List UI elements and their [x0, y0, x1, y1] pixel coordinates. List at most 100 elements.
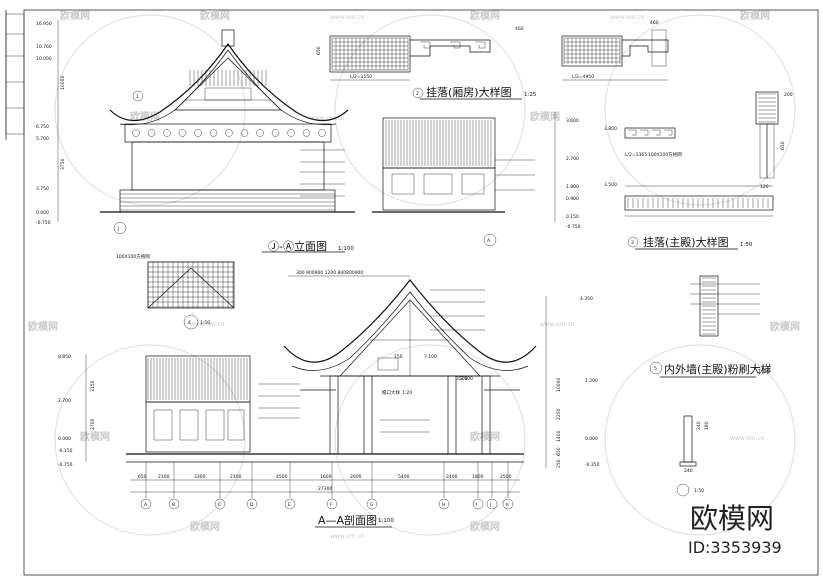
- axis-bubble: [486, 498, 498, 510]
- svg-text:檐口大样: 檐口大样: [382, 389, 400, 396]
- svg-text:Ⓙ-Ⓐ立面图: Ⓙ-Ⓐ立面图: [268, 239, 327, 253]
- svg-text:欧模网: 欧模网: [740, 9, 770, 22]
- svg-text:欧模网: 欧模网: [80, 430, 110, 443]
- axis-label: A: [144, 502, 148, 508]
- svg-text:1:100: 1:100: [338, 246, 354, 252]
- svg-text:A—A剖面图: A—A剖面图: [318, 513, 377, 527]
- axis-label: C: [218, 502, 221, 508]
- section-top-dims: 300 900900 1200 800800900: [288, 270, 410, 277]
- svg-text:5400: 5400: [398, 474, 410, 480]
- svg-text:挂落(厢房)大样图: 挂落(厢房)大样图: [426, 85, 512, 99]
- svg-text:内外墙(主殿)粉刷大样: 内外墙(主殿)粉刷大样: [664, 362, 772, 376]
- svg-text:欧模网: 欧模网: [190, 520, 220, 533]
- axis-bubble: [246, 498, 258, 510]
- section-title: A—A剖面图 1:100: [315, 513, 394, 528]
- svg-text:www.om.cn: www.om.cn: [730, 435, 765, 442]
- svg-text:1:50: 1:50: [200, 320, 210, 326]
- svg-text:2100: 2100: [230, 474, 242, 480]
- svg-text:www.om.cn: www.om.cn: [330, 533, 365, 540]
- svg-text:0.900: 0.900: [566, 196, 579, 202]
- axis-label: F: [330, 502, 333, 508]
- svg-text:1:20: 1:20: [402, 390, 412, 396]
- svg-text:L/2=4950: L/2=4950: [572, 74, 594, 80]
- svg-text:2600: 2600: [350, 474, 362, 480]
- svg-text:0.000: 0.000: [36, 210, 49, 216]
- svg-text:www.om.cn: www.om.cn: [540, 321, 575, 328]
- axis-label: E: [288, 502, 291, 508]
- svg-text:1800: 1800: [472, 474, 484, 480]
- svg-text:ID:3353939: ID:3353939: [688, 538, 782, 557]
- svg-text:2400: 2400: [446, 474, 458, 480]
- svg-text:-0.750: -0.750: [566, 224, 581, 230]
- svg-text:欧模网: 欧模网: [60, 9, 90, 22]
- svg-text:300 900900 1200 800800900: 300 900900 1200 800800900: [296, 270, 363, 276]
- svg-text:3.800: 3.800: [604, 126, 617, 132]
- elevation-drawing: [57, 20, 355, 222]
- svg-text:1:50: 1:50: [694, 488, 704, 494]
- svg-text:J: J: [117, 226, 119, 232]
- section-bottom-dims: 650 2100 3300 2100 4500 1600 2600 5400 2…: [130, 474, 520, 493]
- svg-text:1:100: 1:100: [378, 518, 394, 524]
- svg-text:0.000: 0.000: [58, 436, 71, 442]
- svg-text:欧模网: 欧模网: [28, 320, 58, 333]
- axis-label: G: [370, 502, 374, 508]
- svg-text:7.100: 7.100: [424, 354, 437, 360]
- column-small-detail: 240 180 240 1:50: [676, 415, 710, 497]
- axis-bubble: [326, 498, 338, 510]
- svg-text:100X100方格网: 100X100方格网: [648, 151, 682, 158]
- svg-text:3.500: 3.500: [604, 182, 617, 188]
- svg-text:1.800: 1.800: [566, 184, 579, 190]
- svg-text:L/2=1550: L/2=1550: [350, 74, 372, 80]
- svg-text:3150: 3150: [90, 380, 96, 392]
- svg-text:-0.750: -0.750: [58, 462, 73, 468]
- axis-bubble: [168, 498, 180, 510]
- svg-text:180: 180: [704, 421, 710, 430]
- svg-text:2700: 2700: [90, 418, 96, 430]
- axis-label: H: [442, 502, 445, 508]
- axis-bubble: [472, 498, 484, 510]
- svg-text:挂落(主殿)大样图: 挂落(主殿)大样图: [643, 235, 729, 249]
- axis-label: J: [489, 502, 491, 508]
- svg-text:150: 150: [394, 354, 403, 360]
- svg-text:0.150: 0.150: [566, 214, 579, 220]
- svg-text:1400: 1400: [556, 430, 562, 442]
- section-drawing: 150 3500 檐口大样 1:20: [126, 279, 537, 463]
- elevation-title: 1 J A Ⓙ-Ⓐ立面图 1:100: [113, 90, 497, 253]
- axis-bubble: [502, 498, 514, 510]
- watermark-ghosts: [54, 14, 796, 536]
- svg-text:10000: 10000: [60, 76, 66, 90]
- svg-text:3750: 3750: [60, 158, 66, 170]
- svg-text:6.750: 6.750: [36, 124, 49, 130]
- svg-text:460: 460: [650, 20, 659, 26]
- gua-zhu-detail: L/2=4950 460 L/2=1365 100X100方格网 3.800 3…: [561, 20, 793, 250]
- axis-label: K: [506, 502, 510, 508]
- grid-detail: 100X100方格网 4 1:50: [116, 253, 235, 330]
- svg-text:8.850: 8.850: [58, 354, 71, 360]
- svg-text:1: 1: [136, 94, 139, 100]
- svg-text:1:50: 1:50: [740, 242, 753, 248]
- svg-text:-0.150: -0.150: [58, 448, 73, 454]
- svg-text:650: 650: [780, 141, 786, 150]
- svg-text:27300: 27300: [318, 486, 332, 492]
- svg-text:3.600: 3.600: [566, 118, 579, 124]
- svg-text:2500: 2500: [500, 474, 512, 480]
- svg-text:欧模网: 欧模网: [470, 9, 500, 22]
- brand-block: 欧模网 ID:3353939: [688, 502, 782, 557]
- svg-text:16.950: 16.950: [36, 21, 52, 27]
- svg-text:10.000: 10.000: [36, 56, 52, 62]
- elevation-levels: 16.950 10.760 10.000 6.750 5.700 3.750 0…: [36, 21, 66, 226]
- svg-text:650: 650: [556, 447, 562, 456]
- svg-text:4500: 4500: [276, 474, 288, 480]
- svg-text:3300: 3300: [194, 474, 206, 480]
- svg-text:欧模网: 欧模网: [200, 9, 230, 22]
- svg-text:3500: 3500: [456, 376, 468, 382]
- svg-text:5.700: 5.700: [36, 136, 49, 142]
- axis-label: D: [250, 502, 254, 508]
- svg-text:2250: 2250: [556, 408, 562, 420]
- svg-text:10000: 10000: [556, 378, 562, 392]
- svg-text:650: 650: [316, 46, 322, 55]
- svg-text:240: 240: [684, 468, 693, 474]
- svg-text:240: 240: [696, 421, 702, 430]
